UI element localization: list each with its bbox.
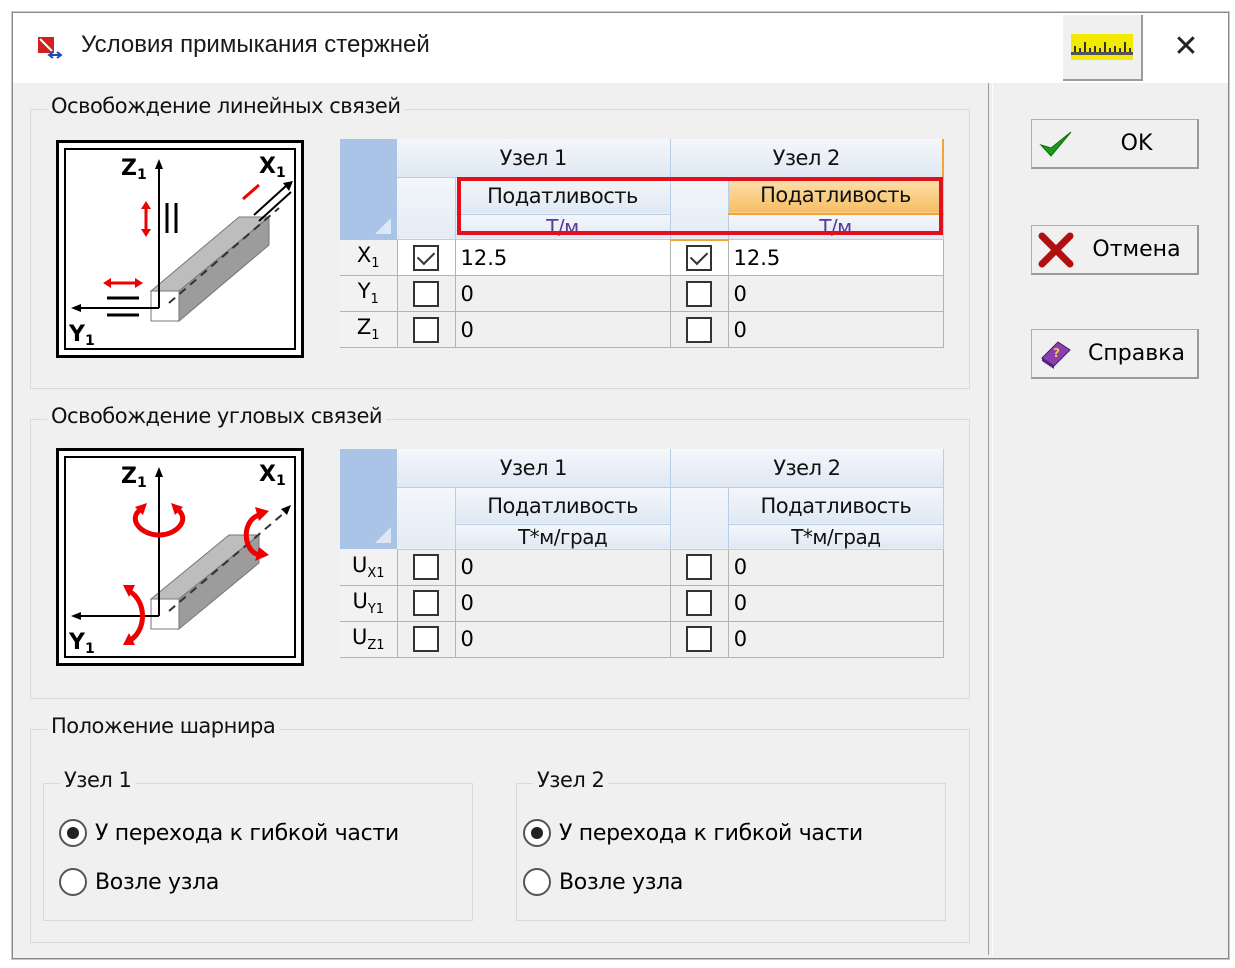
node2-y-value[interactable]: 0 [728,275,944,312]
app-icon [38,37,63,59]
title-bar: Условия примыкания стержней ✕ [13,13,1228,83]
node2-ux-value[interactable]: 0 [728,549,945,586]
hinge-node1-group: Узел 1 [43,768,473,921]
linear-release-label: Освобождение линейных связей [47,94,405,118]
table-row: UY1 0 0 [340,585,945,622]
checkmark-icon [1039,131,1072,157]
svg-text:?: ? [1053,346,1060,360]
angular-release-label: Освобождение угловых связей [47,404,387,428]
node2-x-value[interactable]: 12.5 [728,239,944,276]
linear-release-diagram: Z1 X1 Y1 [56,140,304,358]
angular-release-diagram: Z1 X1 Y1 [56,448,304,666]
node2-ux-checkbox[interactable] [686,554,713,580]
z-axis-label: Z1 [121,156,147,183]
help-book-icon: ? [1041,340,1071,369]
help-button[interactable]: ? Справка [1031,329,1199,379]
node1-y-value[interactable]: 0 [455,275,671,312]
node1-uy-checkbox[interactable] [413,590,439,616]
node1-x-value[interactable]: 12.5 [455,239,671,276]
hinge-position-label: Положение шарнира [47,714,280,738]
node2-x-checkbox[interactable] [686,244,712,271]
angular-release-group: Освобождение угловых связей [30,404,970,699]
linear-release-grid: Узел 1 Узел 2 Податливость Податливость … [340,139,944,348]
node1-uy-value[interactable]: 0 [455,585,671,622]
y-axis-label: Y1 [68,322,95,349]
radio-unselected-icon [59,868,87,896]
linear-release-group: Освобождение линейных связей [30,94,970,389]
node2-uy-checkbox[interactable] [686,590,713,616]
close-icon: ✕ [1173,29,1199,64]
hinge-node2-label: Узел 2 [533,768,609,792]
table-row: Y1 0 0 [340,275,944,312]
node1-x-checkbox[interactable] [413,244,439,271]
radio-unselected-icon [523,868,551,896]
dialog-window: Условия примыкания стержней ✕ Освобожден… [12,12,1229,959]
table-row: UZ1 0 0 [340,621,945,658]
node2-unit-header: Т/м [728,214,944,240]
beam-linear-icon: Z1 X1 Y1 [68,154,293,349]
ok-button[interactable]: OK [1031,119,1199,169]
table-row: X1 12.5 12.5 [340,239,944,276]
red-x-icon [1038,232,1074,267]
radio-selected-icon [523,819,551,847]
hinge-node2-group: Узел 2 [516,768,946,921]
node1-compliance-header[interactable]: Податливость [455,487,671,525]
node1-z-checkbox[interactable] [413,316,439,343]
y-axis-label: Y1 [68,630,95,657]
cancel-button[interactable]: Отмена [1031,225,1199,275]
node1-unit-header: Т*м/град [455,524,671,550]
node2-y-checkbox[interactable] [686,280,712,307]
node1-radio-near-node[interactable]: Возле узла [59,868,219,896]
axis-subscript: 1 [137,167,147,183]
units-button[interactable] [1063,15,1143,81]
angular-release-grid: Узел 1 Узел 2 Податливость Податливость … [340,449,945,658]
node2-z-value[interactable]: 0 [728,311,944,348]
node2-uy-value[interactable]: 0 [728,585,945,622]
node2-uz-value[interactable]: 0 [728,621,945,658]
table-row: UX1 0 0 [340,549,945,586]
node1-uz-value[interactable]: 0 [455,621,671,658]
node1-unit-header: Т/м [455,214,671,240]
z-axis-label: Z1 [121,464,147,491]
close-button[interactable]: ✕ [1161,27,1211,67]
node2-z-checkbox[interactable] [686,316,712,343]
ruler-icon [1071,34,1133,60]
node2-compliance-header[interactable]: Податливость [728,487,945,525]
node2-header: Узел 2 [670,449,945,488]
node1-y-checkbox[interactable] [413,280,439,307]
node2-compliance-header[interactable]: Податливость [728,177,944,215]
node1-z-value[interactable]: 0 [455,311,671,348]
hinge-node1-label: Узел 1 [60,768,136,792]
x-axis-label: X1 [259,462,286,489]
node1-ux-checkbox[interactable] [413,554,439,580]
node1-radio-near-flexible[interactable]: У перехода к гибкой части [59,819,399,847]
table-row: Z1 0 0 [340,311,944,348]
node2-unit-header: Т*м/град [728,524,945,550]
axis-subscript: 1 [137,475,147,491]
beam-angular-icon: Z1 X1 Y1 [68,462,291,657]
x-axis-label: X1 [259,154,286,181]
node2-radio-near-flexible[interactable]: У перехода к гибкой части [523,819,863,847]
node2-radio-near-node[interactable]: Возле узла [523,868,683,896]
window-title: Условия примыкания стержней [81,31,430,58]
node1-compliance-header[interactable]: Податливость [455,177,671,215]
radio-selected-icon [59,819,87,847]
axis-subscript: 1 [85,641,95,657]
panel-separator [988,83,993,955]
node2-header: Узел 2 [670,139,944,178]
node1-header: Узел 1 [397,449,671,488]
axis-subscript: 1 [85,333,95,349]
hinge-position-group: Положение шарнира [30,714,970,943]
grid-corner[interactable] [340,449,397,549]
grid-corner[interactable] [340,139,397,240]
node2-uz-checkbox[interactable] [686,626,713,652]
axis-subscript: 1 [276,165,286,181]
node1-header: Узел 1 [397,139,671,178]
node1-ux-value[interactable]: 0 [455,549,671,586]
axis-subscript: 1 [276,473,286,489]
node1-uz-checkbox[interactable] [413,626,439,652]
